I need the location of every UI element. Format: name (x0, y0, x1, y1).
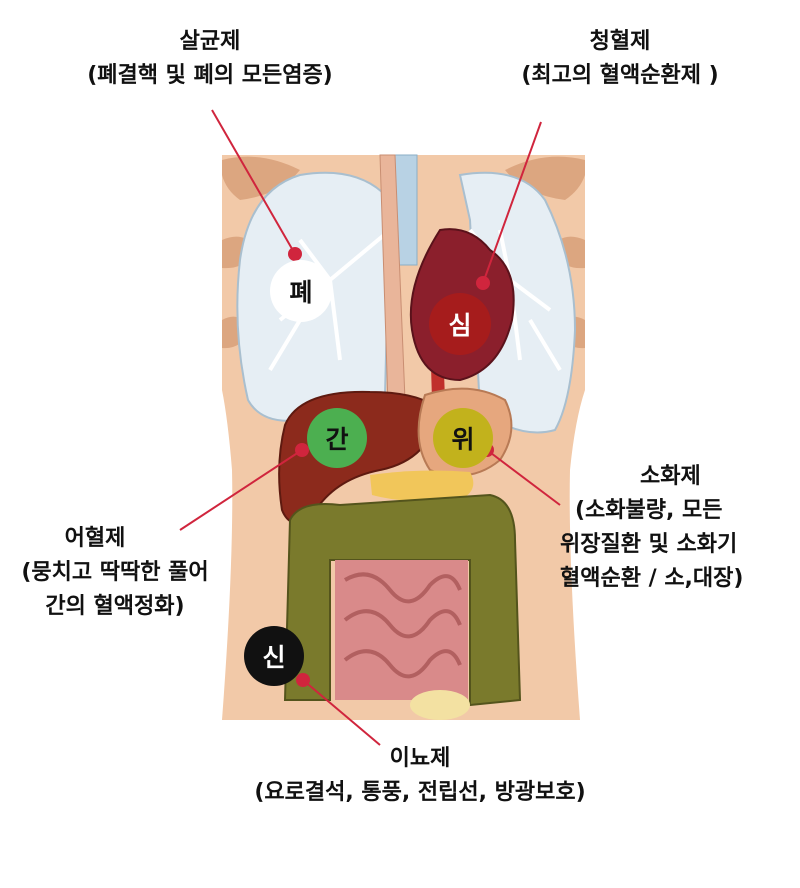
digestive-desc-2: 위장질환 및 소화기 (560, 532, 738, 557)
stomach-label: 위 (451, 425, 475, 454)
blood-stasis-title: 어혈제 (64, 526, 126, 551)
antibacterial-desc: (폐결핵 및 폐의 모든염증) (87, 63, 333, 88)
heart-label: 심 (448, 311, 472, 340)
bladder (410, 690, 470, 720)
right-lung (458, 171, 577, 434)
digestive-desc-1: (소화불량, 모든 (575, 498, 723, 523)
blood-stasis-annotation: 어혈제 (뭉치고 딱딱한 풀어 간의 혈액정화) (0, 522, 230, 624)
lung-label: 폐 (289, 278, 313, 307)
antibacterial-title: 살균제 (179, 29, 241, 54)
lung-circle: 폐 (270, 260, 332, 322)
digestive-desc-3: 혈액순환 / 소,대장) (560, 566, 744, 591)
digestive-title: 소화제 (640, 464, 701, 489)
large-intestine (283, 493, 522, 707)
antibacterial-annotation: 살균제 (폐결핵 및 폐의 모든염증) (60, 25, 360, 93)
stomach-circle: 위 (433, 408, 493, 468)
circulation-desc: (최고의 혈액순환제 ) (521, 63, 719, 88)
blood-stasis-desc-2: 간의 혈액정화) (45, 594, 185, 619)
kidney-label: 신 (262, 643, 286, 672)
liver-circle: 간 (307, 408, 367, 468)
small-intestine (335, 560, 468, 700)
liver-label: 간 (325, 425, 349, 454)
small-intestine-folds (343, 572, 462, 679)
pointer-lines (179, 109, 561, 746)
circulation-title: 청혈제 (589, 29, 651, 54)
heart-circle: 심 (429, 293, 491, 355)
digestive-annotation: 소화제 (소화불량, 모든 위장질환 및 소화기 혈액순환 / 소,대장) (560, 460, 800, 596)
diuretic-annotation: 이뇨제 (요로결석, 통풍, 전립선, 방광보호) (200, 742, 640, 810)
diuretic-desc: (요로결석, 통풍, 전립선, 방광보호) (254, 780, 586, 805)
pancreas (370, 470, 474, 502)
circulation-annotation: 청혈제 (최고의 혈액순환제 ) (470, 25, 770, 93)
kidney-circle: 신 (244, 626, 304, 686)
blood-stasis-desc-1: (뭉치고 딱딱한 풀어 (21, 560, 209, 585)
diuretic-title: 이뇨제 (389, 746, 451, 771)
